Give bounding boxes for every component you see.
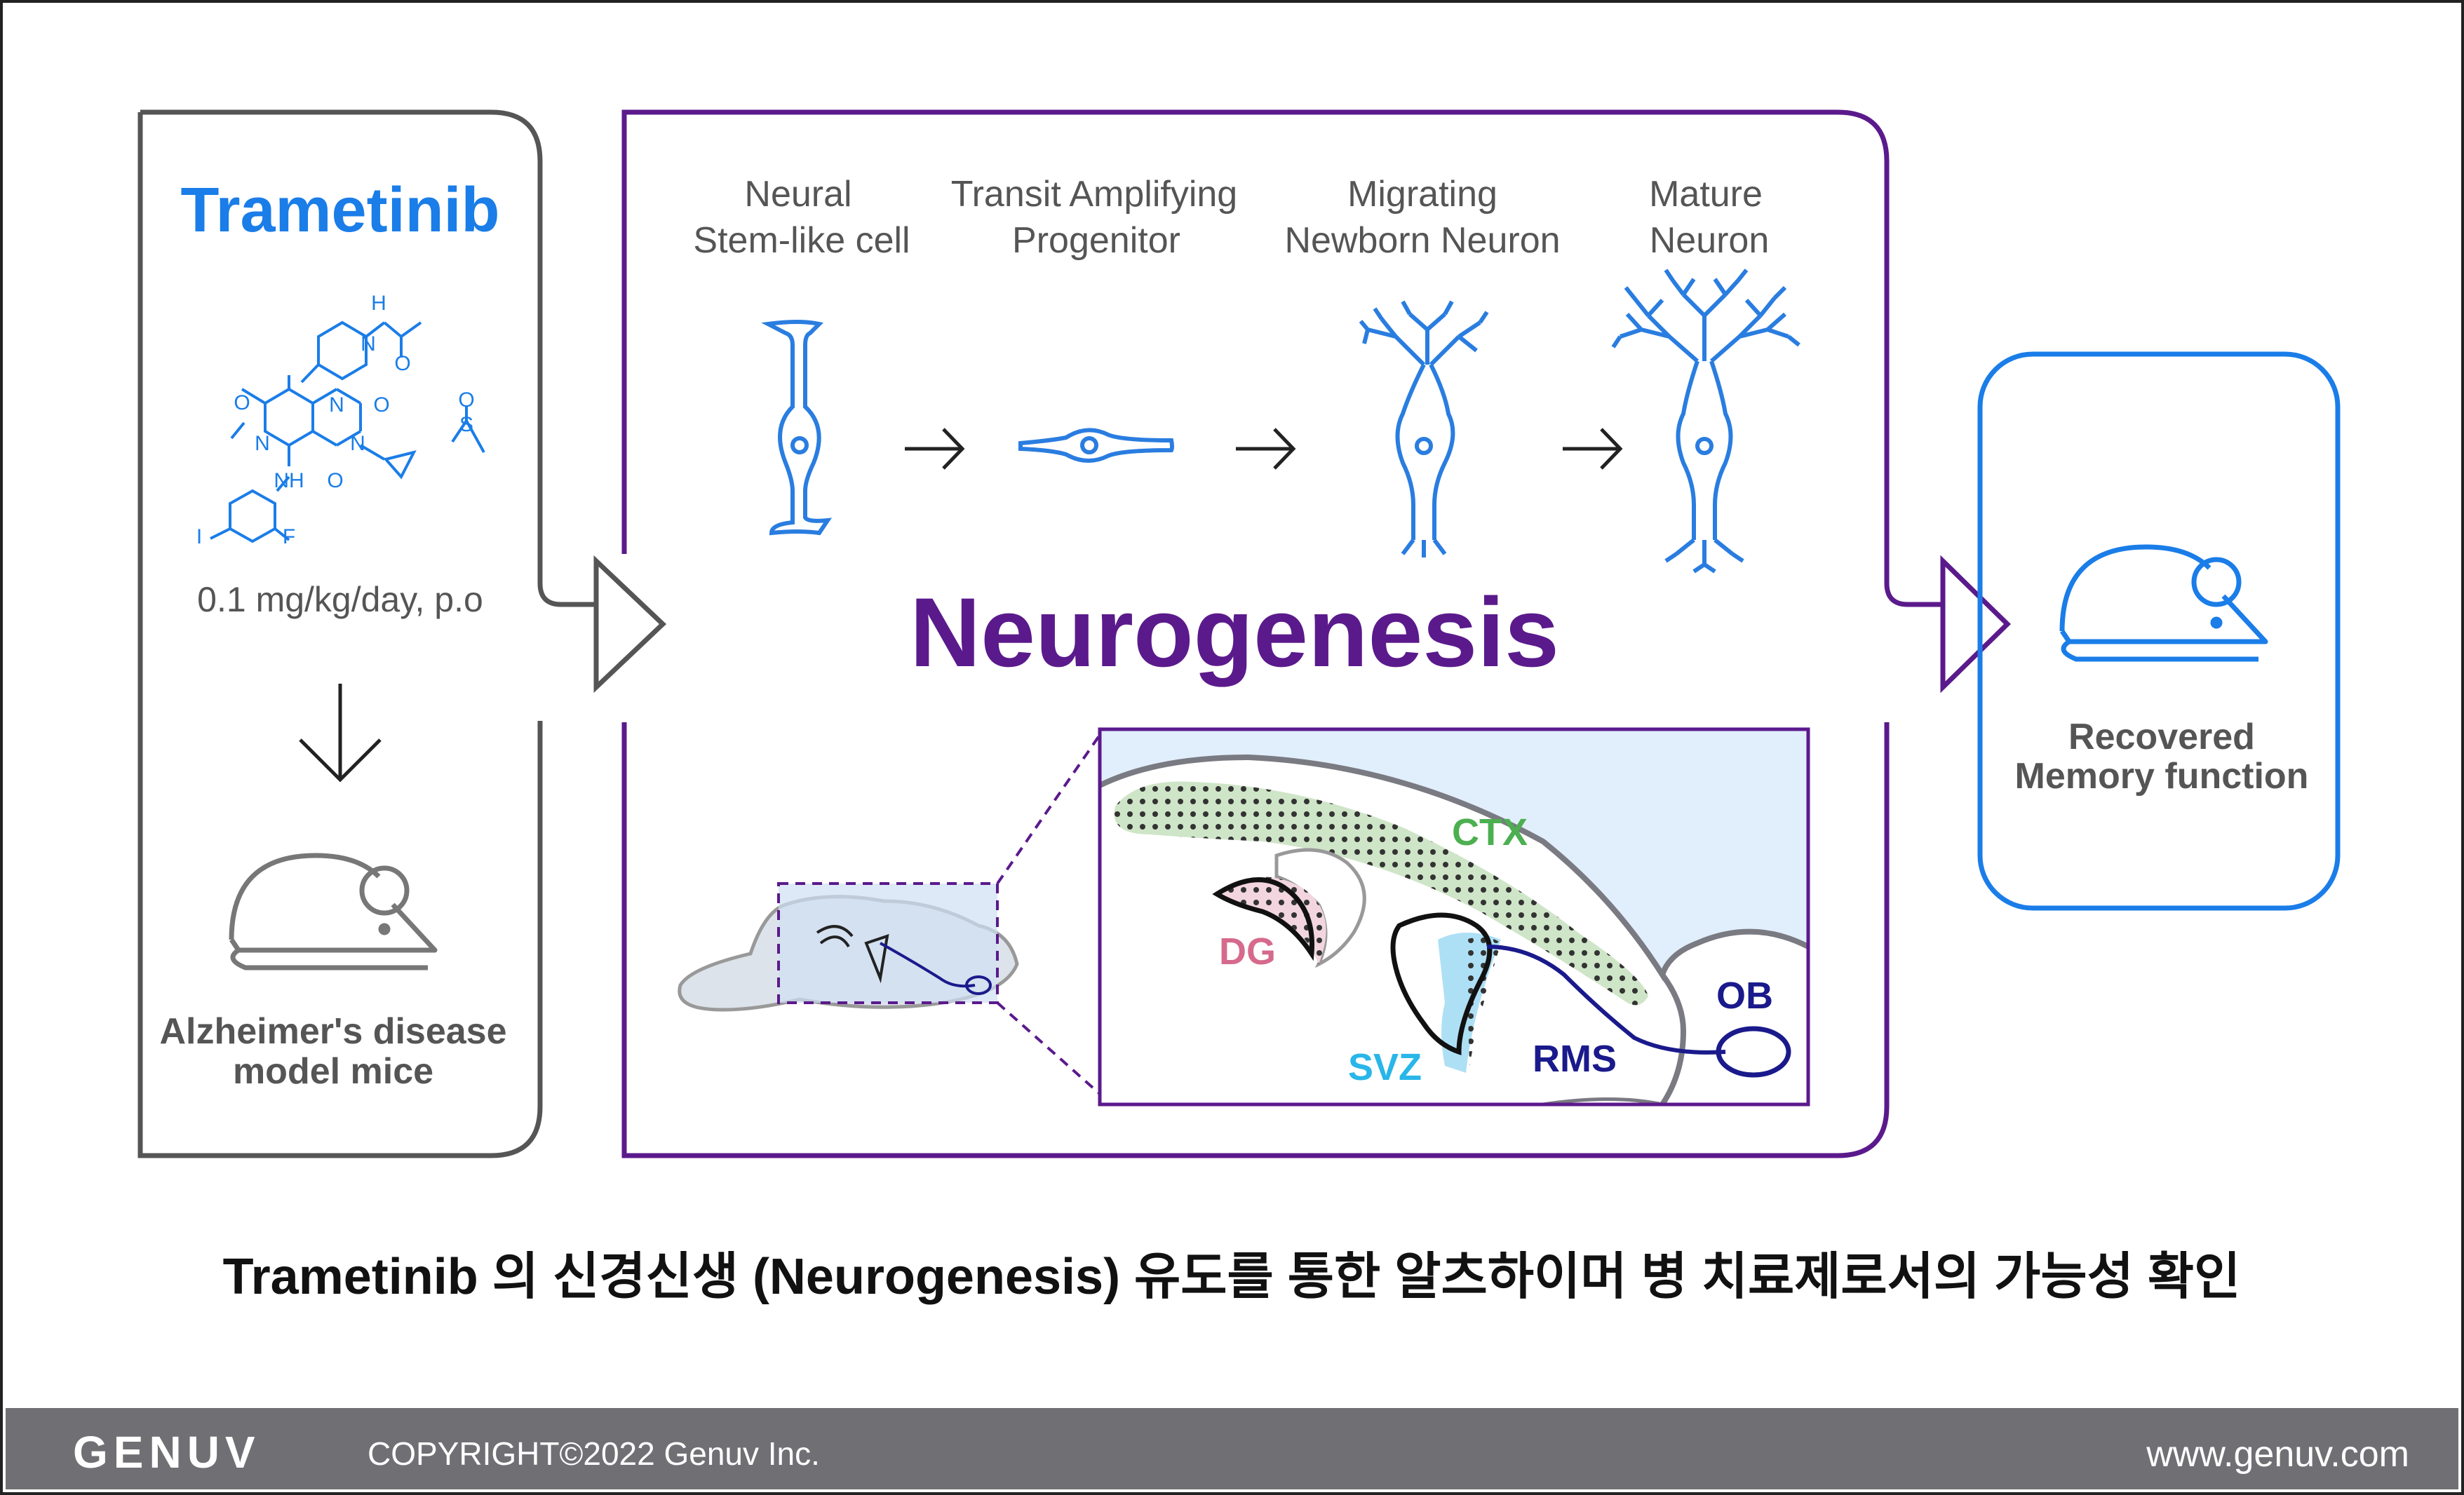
atom-label: N [329, 393, 344, 417]
left-panel-frame [137, 109, 596, 1158]
genuv-logo[interactable]: GENUV [73, 1427, 261, 1477]
stage-label-line1: Migrating [1347, 174, 1497, 215]
atom-label: N [361, 332, 376, 356]
brain-thumbnail [678, 733, 1101, 1095]
right-arrow-icon [1236, 428, 1296, 470]
chemical-atom-labels: N H O O N O N N NH O I F O S [196, 292, 475, 548]
rms-label: RMS [1533, 1038, 1617, 1080]
atom-label: O [373, 393, 389, 417]
right-arrow-icon [1563, 428, 1623, 470]
atom-label: O [234, 391, 250, 414]
mouse-label-line2: model mice [233, 1051, 433, 1092]
caption-rest: 의 신경신생 (Neurogenesis) 유도를 통한 알츠하이머 병 치료제… [492, 1249, 2241, 1305]
stage-label-line1: Transit Amplifying [951, 174, 1237, 215]
chemical-structure [210, 320, 485, 543]
down-arrow-icon [299, 684, 382, 783]
atom-label: O [327, 469, 343, 492]
dose-label: 0.1 mg/kg/day, p.o [197, 580, 483, 619]
brain-region-labels: CTX DG SVZ RMS OB [1219, 811, 1773, 1088]
atom-label: O [394, 352, 410, 375]
stage-label-line1: Mature [1649, 174, 1763, 215]
svz-label: SVZ [1348, 1046, 1422, 1088]
right-panel-frame [1977, 351, 2341, 911]
brain-inset [1098, 727, 1810, 1107]
mouse-icon [229, 853, 438, 970]
stage-label-line2: Neuron [1650, 220, 1770, 261]
website-link[interactable]: www.genuv.com [2146, 1434, 2409, 1475]
ctx-label: CTX [1452, 811, 1528, 853]
center-panel-frame [621, 109, 1943, 1158]
atom-label: N [255, 432, 270, 455]
mouse-label-line1: Alzheimer's disease [159, 1011, 506, 1052]
atom-label: H [371, 292, 386, 315]
atom-label: NH [274, 469, 304, 492]
neurogenesis-title: Neurogenesis [910, 577, 1559, 687]
stage-label-line1: Neural [744, 174, 851, 215]
recovered-label-line2: Memory function [2015, 756, 2309, 797]
ob-label: OB [1716, 975, 1773, 1017]
caption-bold: Trametinib [223, 1249, 478, 1305]
atom-label: S [459, 413, 473, 436]
right-arrow-icon [905, 428, 965, 470]
dg-label: DG [1219, 931, 1276, 973]
stage-label-line2: Progenitor [1012, 220, 1180, 261]
copyright-text: COPYRIGHT©2022 Genuv Inc. [368, 1435, 820, 1472]
recovered-mouse-icon [2059, 544, 2268, 662]
stage-labels: Neural Stem-like cell Transit Amplifying… [693, 174, 1769, 261]
caption: Trametinib 의 신경신생 (Neurogenesis) 유도를 통한 … [223, 1249, 2241, 1305]
mature-neuron-icon [1611, 269, 1800, 574]
arrow-head-left-to-center [593, 555, 667, 694]
atom-label: I [196, 525, 202, 548]
recovered-label-line1: Recovered [2068, 717, 2255, 757]
atom-label: N [350, 432, 365, 455]
neural-stem-cell-icon [761, 320, 833, 536]
drug-name: Trametinib [180, 175, 499, 245]
atom-label: O [458, 388, 474, 412]
migrating-neuron-icon [1359, 300, 1489, 557]
stage-label-line2: Newborn Neuron [1284, 220, 1560, 261]
stage-label-line2: Stem-like cell [693, 220, 910, 261]
atom-label: F [283, 525, 295, 548]
footer-bar: GENUV COPYRIGHT©2022 Genuv Inc. www.genu… [6, 1408, 2458, 1489]
arrow-head-center-to-right [1940, 555, 2012, 694]
progenitor-cell-icon [1018, 428, 1174, 464]
